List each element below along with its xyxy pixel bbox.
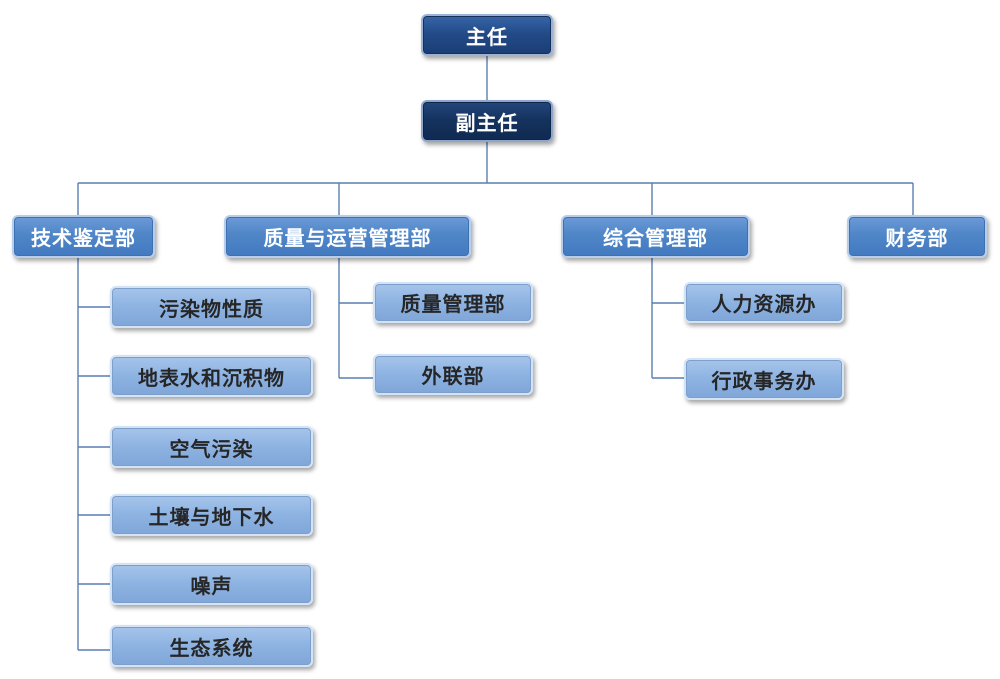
- unit-label: 质量管理部: [400, 292, 506, 316]
- unit-label: 人力资源办: [711, 292, 817, 316]
- org-box-label: 主任: [466, 24, 508, 49]
- dept-box-technical-appraisal: 技术鉴定部: [12, 215, 155, 258]
- unit-label: 外联部: [421, 364, 485, 388]
- dept-box-general-management: 综合管理部: [561, 215, 750, 258]
- unit-label: 土壤与地下水: [148, 504, 275, 529]
- unit-box-soil-groundwater: 土壤与地下水: [110, 494, 313, 536]
- unit-label: 地表水和沉积物: [138, 365, 285, 390]
- unit-box-air-pollution: 空气污染: [110, 426, 313, 468]
- unit-label: 空气污染: [169, 436, 254, 461]
- dept-box-finance: 财务部: [847, 215, 987, 258]
- unit-box-ecosystem: 生态系统: [110, 625, 313, 667]
- org-box-label: 副主任: [455, 110, 519, 135]
- unit-label: 噪声: [190, 573, 233, 598]
- unit-box-surface-water-sediment: 地表水和沉积物: [110, 355, 313, 397]
- dept-label: 技术鉴定部: [31, 226, 136, 250]
- unit-box-human-resources: 人力资源办: [684, 282, 844, 323]
- unit-box-external-relations: 外联部: [373, 354, 533, 395]
- dept-label: 财务部: [885, 226, 949, 250]
- dept-box-quality-operations: 质量与运营管理部: [224, 215, 471, 258]
- unit-label: 污染物性质: [159, 296, 264, 321]
- unit-box-administrative-affairs: 行政事务办: [684, 358, 844, 400]
- unit-box-quality-management: 质量管理部: [373, 282, 533, 323]
- unit-label: 生态系统: [169, 635, 254, 660]
- org-box-deputy-director: 副主任: [421, 100, 553, 142]
- org-box-director: 主任: [421, 14, 553, 56]
- dept-label: 综合管理部: [603, 226, 708, 250]
- dept-label: 质量与运营管理部: [263, 226, 432, 250]
- unit-label: 行政事务办: [711, 368, 817, 393]
- unit-box-noise: 噪声: [110, 563, 313, 605]
- unit-box-pollutant-properties: 污染物性质: [110, 286, 313, 328]
